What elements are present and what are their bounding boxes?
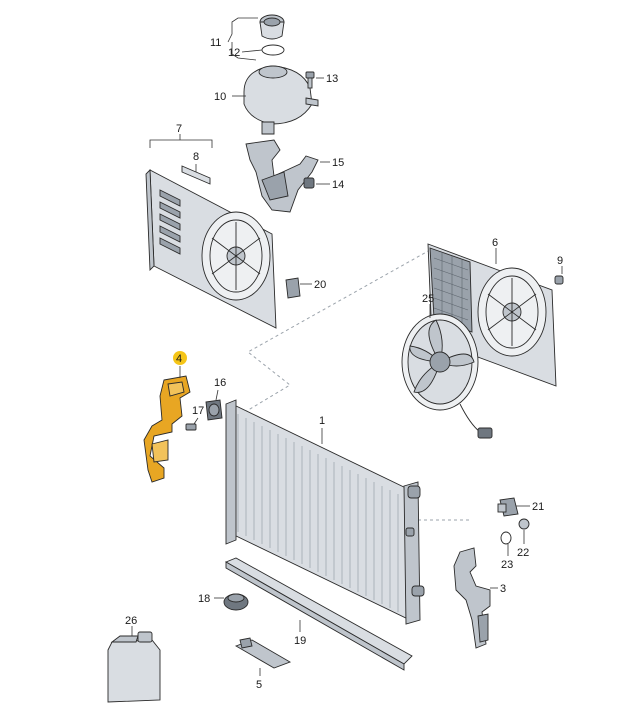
coolant-temp-sensor (497, 497, 519, 517)
radiator (225, 399, 425, 625)
callout-5: 5 (256, 679, 262, 691)
lower-air-guide-strip (224, 557, 413, 671)
radiator-mount-rubber (205, 399, 223, 421)
callout-19: 19 (294, 635, 306, 647)
callout-6: 6 (492, 237, 498, 249)
shroud-clip (285, 277, 301, 299)
callout-7: 7 (176, 123, 182, 135)
air-guide-left-highlighted (143, 375, 191, 483)
callout-10: 10 (214, 91, 226, 103)
callout-1: 1 (319, 415, 325, 427)
expansion-tank-cap (259, 14, 285, 40)
shroud-screw (554, 275, 564, 285)
sensor-seal (518, 518, 530, 530)
assembly-guide-lines (244, 249, 470, 521)
highlight-marker (173, 351, 187, 365)
shroud-label-plate (181, 165, 211, 185)
expansion-tank (243, 65, 319, 135)
callout-15: 15 (332, 157, 344, 169)
callout-23: 23 (501, 559, 513, 571)
callout-25: 25 (422, 293, 434, 305)
tank-screw (305, 71, 315, 89)
sensor-o-ring (500, 531, 512, 545)
air-guide-screw (185, 423, 197, 431)
lower-bracket (234, 637, 292, 669)
callout-8: 8 (193, 151, 199, 163)
fan-shroud-left (145, 168, 277, 329)
callout-17: 17 (192, 405, 204, 417)
callout-14: 14 (332, 179, 344, 191)
callout-9: 9 (557, 255, 563, 267)
callout-16: 16 (214, 377, 226, 389)
air-guide-right (453, 547, 491, 649)
callout-3: 3 (500, 583, 506, 595)
cap-seal-ring (261, 44, 285, 56)
callout-18: 18 (198, 593, 210, 605)
callout-labels: 11 12 10 13 15 14 7 8 20 6 9 25 4 16 17 … (125, 37, 563, 691)
callout-21: 21 (532, 501, 544, 513)
callout-13: 13 (326, 73, 338, 85)
callout-4: 4 (176, 353, 182, 365)
callout-22: 22 (517, 547, 529, 559)
callout-12: 12 (228, 47, 240, 59)
callout-26: 26 (125, 615, 137, 627)
callout-11: 11 (210, 37, 221, 49)
bracket-rubber-mount (303, 177, 315, 189)
radiator-lower-mount (223, 593, 249, 611)
coolant-canister (107, 631, 161, 703)
tank-bracket (245, 139, 319, 213)
leader-lines (131, 17, 563, 676)
callout-20: 20 (314, 279, 326, 291)
fan-shroud-right (427, 243, 557, 387)
radiator-fan (401, 313, 493, 439)
